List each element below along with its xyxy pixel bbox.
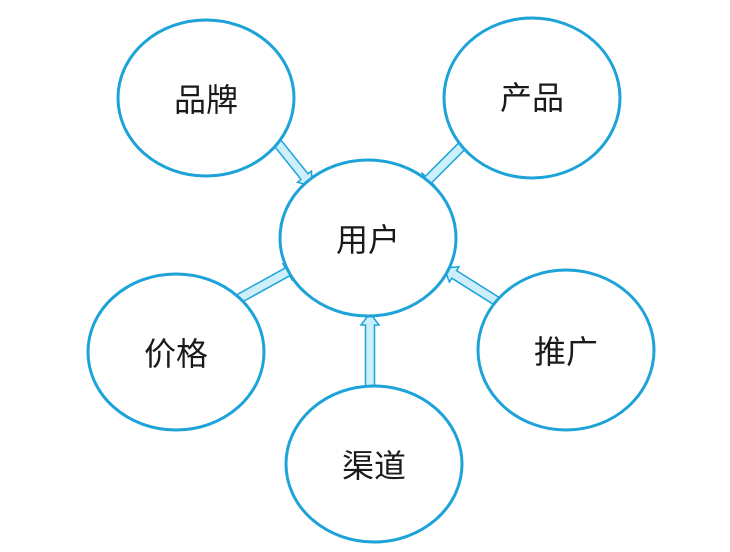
arrow-channel-to-user [359,311,381,391]
node-brand-circle [116,18,296,178]
node-user-label: 用户 [336,221,400,259]
node-promotion-circle [476,268,656,432]
node-brand: 品牌 [116,18,296,178]
node-user-center: 用户 [278,158,458,318]
node-user-circle [278,158,458,318]
node-channel: 渠道 [284,384,464,544]
node-channel-circle [284,384,464,544]
node-promotion: 推广 [476,268,656,432]
node-price-label: 价格 [144,335,208,373]
node-channel-label: 渠道 [342,447,406,485]
node-product-label: 产品 [500,79,564,117]
node-price: 价格 [86,272,266,432]
node-product: 产品 [442,16,622,180]
node-product-circle [442,16,622,180]
node-brand-label: 品牌 [174,81,238,119]
node-price-circle [86,272,266,432]
node-promotion-label: 推广 [534,333,598,371]
